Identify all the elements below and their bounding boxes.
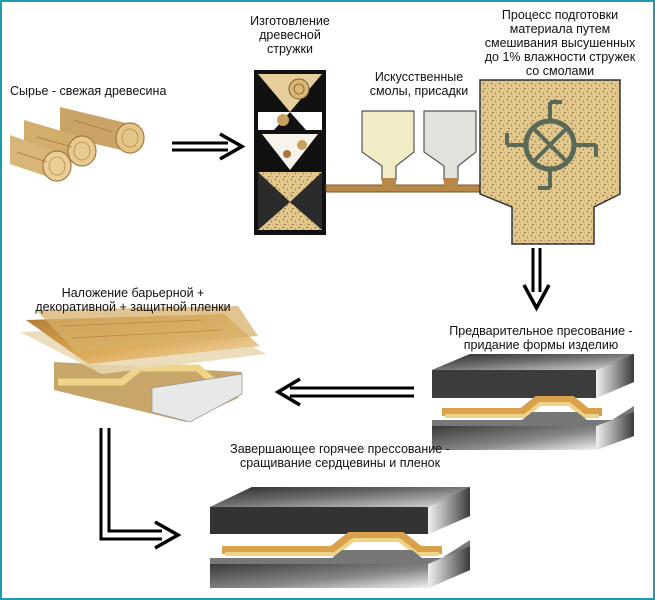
arrow-films-to-hotpress — [99, 428, 182, 550]
hot-press-icon — [210, 487, 470, 588]
press-icon — [432, 354, 634, 450]
step-mixing-label: Процесс подготовки материала путем смеши… — [484, 8, 636, 78]
step-hotpress-label: Завершающее горячее прессование - сращив… — [230, 442, 450, 470]
resin-tanks-icon — [361, 110, 477, 186]
step-resins-label: Искусственные смолы, присадки — [369, 70, 469, 98]
arrow-raw-to-chipping — [172, 132, 246, 161]
chipper-icon — [254, 70, 326, 235]
logs-icon — [10, 107, 145, 182]
step-films-label: Наложение барьерной + декоративной + защ… — [35, 286, 231, 314]
film-layers-icon — [20, 306, 266, 423]
mixer-icon — [479, 79, 621, 245]
step-raw-label: Сырье - свежая древесина — [10, 84, 167, 98]
feed-pipe — [325, 184, 503, 193]
arrow-prepress-to-films — [274, 377, 414, 407]
arrow-mixing-to-prepress — [522, 248, 551, 312]
step-chipping-label: Изготовление древесной стружки — [250, 14, 330, 56]
step-prepress-label: Предварительное пресование - придание фо… — [449, 324, 633, 352]
